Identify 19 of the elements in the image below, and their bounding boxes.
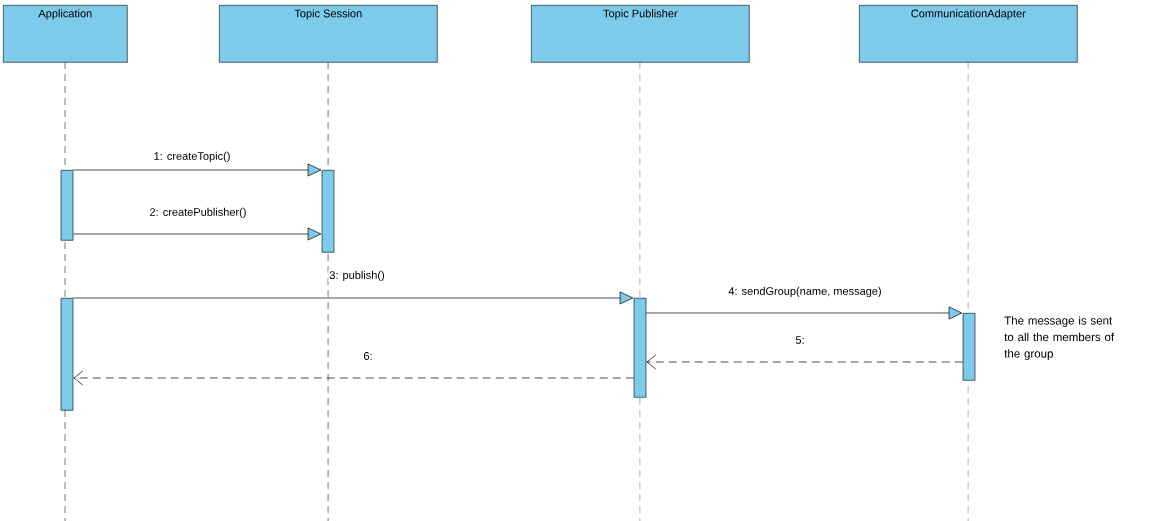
edge-label: 5: xyxy=(794,335,806,345)
message-arrow xyxy=(646,354,964,370)
message-arrow xyxy=(73,370,635,386)
activation-bar xyxy=(60,170,74,241)
edge-label: 4: sendGroup(name, message) xyxy=(727,285,883,299)
edge-label: 2: createPublisher() xyxy=(148,206,248,220)
edge-label: 1: createTopic() xyxy=(152,150,232,164)
lifeline-head-box: Application xyxy=(3,5,128,63)
message-arrow xyxy=(72,291,634,305)
message-arrow xyxy=(72,163,322,177)
edge-label: 6: xyxy=(362,351,374,361)
lifeline-head-box: Topic Session xyxy=(219,5,438,63)
message-arrow xyxy=(72,227,322,241)
activation-bar xyxy=(60,298,74,411)
edge-label: 3: publish() xyxy=(328,269,386,283)
lifeline-head-box: Topic Publisher xyxy=(531,5,750,63)
note-text: The message is sent to all the members of the group xyxy=(1004,316,1115,360)
lifeline-head-box: CommunicationAdapter xyxy=(859,5,1078,63)
message-arrow xyxy=(645,306,963,320)
